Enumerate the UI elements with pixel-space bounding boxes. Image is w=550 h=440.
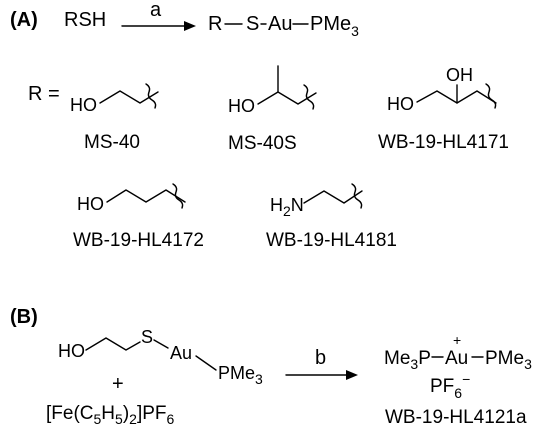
svg-text:Au: Au (170, 343, 192, 363)
svg-text:PMe3: PMe3 (218, 363, 263, 387)
svg-text:PMe3: PMe3 (485, 348, 532, 372)
reactant-hoch2ch2s-au-pme3: HO S Au PMe3 (58, 327, 263, 387)
product-counter-anion: PF6− (430, 371, 470, 401)
svg-text:S: S (141, 327, 153, 347)
structure-wb-19-hl4172: HO (77, 183, 186, 214)
structure-ms-40s: HO (228, 65, 317, 116)
product-r-s-au-pme3: R S Au PMe3 (208, 13, 359, 39)
reaction-arrow-b (285, 370, 358, 380)
plus-sign: + (112, 373, 124, 395)
compound-name-ms-40s: MS-40S (228, 133, 297, 154)
panel-b-label: (B) (10, 306, 38, 328)
reaction-arrow-a (121, 21, 196, 31)
r-equals-label: R = (28, 83, 60, 105)
svg-text:PMe3: PMe3 (310, 13, 359, 39)
svg-text:+: + (453, 332, 461, 348)
compound-name-ms-40: MS-40 (84, 132, 140, 153)
svg-text:HO: HO (387, 94, 414, 114)
svg-text:HO: HO (58, 341, 85, 361)
svg-text:HO: HO (70, 95, 97, 115)
compound-name-wb-19-hl4181: WB-19-HL4181 (266, 230, 397, 251)
reactant-rsh: RSH (64, 9, 106, 31)
compound-name-wb-19-hl4172: WB-19-HL4172 (73, 230, 204, 251)
structure-wb-19-hl4171: OH HO (387, 65, 497, 114)
svg-text:HO: HO (77, 194, 104, 214)
compound-name-wb-19-hl4171: WB-19-HL4171 (378, 132, 509, 153)
svg-text:Au: Au (445, 348, 468, 369)
reactant-ferrocenium-pf6: [Fe(C5H5)2]PF6 (46, 403, 175, 427)
svg-text:Me3P: Me3P (384, 348, 431, 372)
reagent-a: a (150, 0, 162, 21)
svg-text:OH: OH (446, 65, 473, 85)
svg-text:H2N: H2N (270, 195, 304, 219)
product-name-wb-19-hl4121a: WB-19-HL4121a (385, 407, 527, 428)
panel-a-label: (A) (10, 9, 38, 31)
svg-text:R: R (208, 13, 222, 35)
reagent-b: b (315, 347, 326, 369)
product-me3p-au-pme3-cation: Me3P Au PMe3 + (384, 332, 532, 372)
svg-text:HO: HO (228, 96, 255, 116)
structure-wb-19-hl4181: H2N (270, 183, 363, 219)
structure-ms-40: HO (70, 83, 159, 115)
svg-text:Au: Au (268, 13, 292, 35)
svg-text:S: S (246, 13, 259, 35)
